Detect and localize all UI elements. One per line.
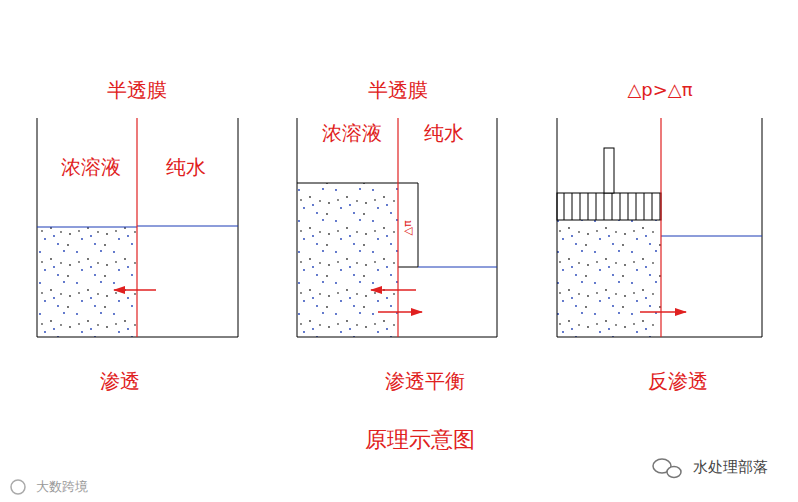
watermark: 水处理部落	[693, 459, 768, 476]
beaker-reverse-osmosis	[557, 118, 762, 337]
watermark: 大数跨境	[36, 480, 88, 494]
solution-label: 浓溶液	[61, 156, 121, 178]
membrane-label: 半透膜	[368, 79, 428, 101]
panel-caption: 渗透平衡	[385, 370, 465, 392]
water-label: 纯水	[166, 156, 206, 178]
water-label: 纯水	[424, 122, 464, 144]
watermark-icon	[11, 459, 681, 494]
panel-caption: 渗透	[100, 370, 140, 392]
diagram-title: 原理示意图	[365, 428, 475, 452]
membrane-label: 半透膜	[107, 79, 167, 101]
panel-caption: 反渗透	[648, 370, 708, 392]
pressure-condition: △p>△π	[627, 80, 692, 100]
solution-label: 浓溶液	[322, 122, 382, 144]
beaker-osmosis	[37, 118, 238, 337]
beaker-osmotic-equilibrium	[297, 118, 497, 337]
pressure-difference: △π	[402, 220, 414, 235]
